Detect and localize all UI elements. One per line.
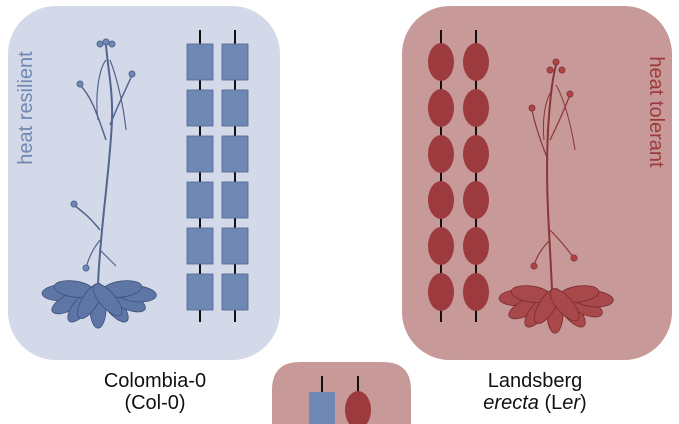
right-ellipse-marker: [428, 43, 454, 81]
left-square-marker: [221, 43, 249, 81]
flower-bud: [108, 40, 116, 48]
right-caption-close: ): [580, 392, 587, 414]
left-square-marker: [186, 273, 214, 311]
rosette-leaf: [92, 283, 123, 317]
left-square-marker: [186, 135, 214, 173]
right-caption-line1: Landsberg: [487, 370, 583, 392]
right-ellipse-marker: [463, 135, 489, 173]
arabidopsis-plant-red-icon: [528, 58, 578, 291]
rosette-leaf: [549, 288, 580, 322]
chromosome-pair-right: [428, 30, 489, 322]
left-square-marker: [186, 89, 214, 127]
right-ellipse-marker: [428, 89, 454, 127]
flower-bud: [530, 262, 538, 270]
flower-bud: [566, 90, 574, 98]
flower-bud: [570, 254, 578, 262]
right-ellipse-marker: [463, 273, 489, 311]
left-square-marker: [221, 89, 249, 127]
left-square-marker: [221, 227, 249, 265]
flower-bud: [96, 40, 104, 48]
right-caption-plain: (L: [538, 392, 563, 414]
right-side-label: heat tolerant: [645, 56, 667, 168]
right-caption: Landsberg erecta (Ler): [420, 370, 650, 414]
left-caption-line2: (Col-0): [124, 392, 186, 414]
right-ellipse-marker: [428, 181, 454, 219]
left-square-marker: [186, 227, 214, 265]
rosette-left: [41, 280, 157, 329]
left-square-marker: [186, 181, 214, 219]
rosette-right: [498, 285, 614, 334]
flower-bud: [102, 38, 110, 46]
arabidopsis-plant-blue-icon: [70, 38, 136, 286]
left-square-marker: [186, 43, 214, 81]
right-ellipse-marker: [463, 227, 489, 265]
flower-bud: [70, 200, 78, 208]
right-caption-line2: erecta (Ler): [420, 392, 650, 414]
chromosome-pair-left: [186, 30, 249, 322]
left-caption-line1: Colombia-0: [103, 370, 207, 392]
right-caption-italic-b: er: [562, 392, 581, 414]
flower-bud: [546, 66, 554, 74]
flower-bud: [552, 58, 560, 66]
right-ellipse-marker: [428, 273, 454, 311]
left-square-marker: [221, 181, 249, 219]
left-side-label: heat resilient: [15, 51, 37, 165]
hybrid-square-marker: [309, 392, 335, 424]
flower-bud: [558, 66, 566, 74]
right-ellipse-marker: [463, 181, 489, 219]
flower-bud: [82, 264, 90, 272]
right-caption-italic-a: erecta: [483, 392, 539, 414]
hybrid-chromosome-pair: [309, 376, 371, 424]
flower-bud: [528, 104, 536, 112]
left-square-marker: [221, 135, 249, 173]
hybrid-panel: [272, 362, 411, 424]
flower-bud: [76, 80, 84, 88]
right-ellipse-marker: [463, 43, 489, 81]
right-ellipse-marker: [463, 89, 489, 127]
left-square-marker: [221, 273, 249, 311]
flower-bud: [128, 70, 136, 78]
hybrid-ellipse-marker: [345, 391, 371, 424]
right-ellipse-marker: [428, 227, 454, 265]
right-ellipse-marker: [428, 135, 454, 173]
left-caption: Colombia-0 (Col-0): [40, 370, 270, 414]
